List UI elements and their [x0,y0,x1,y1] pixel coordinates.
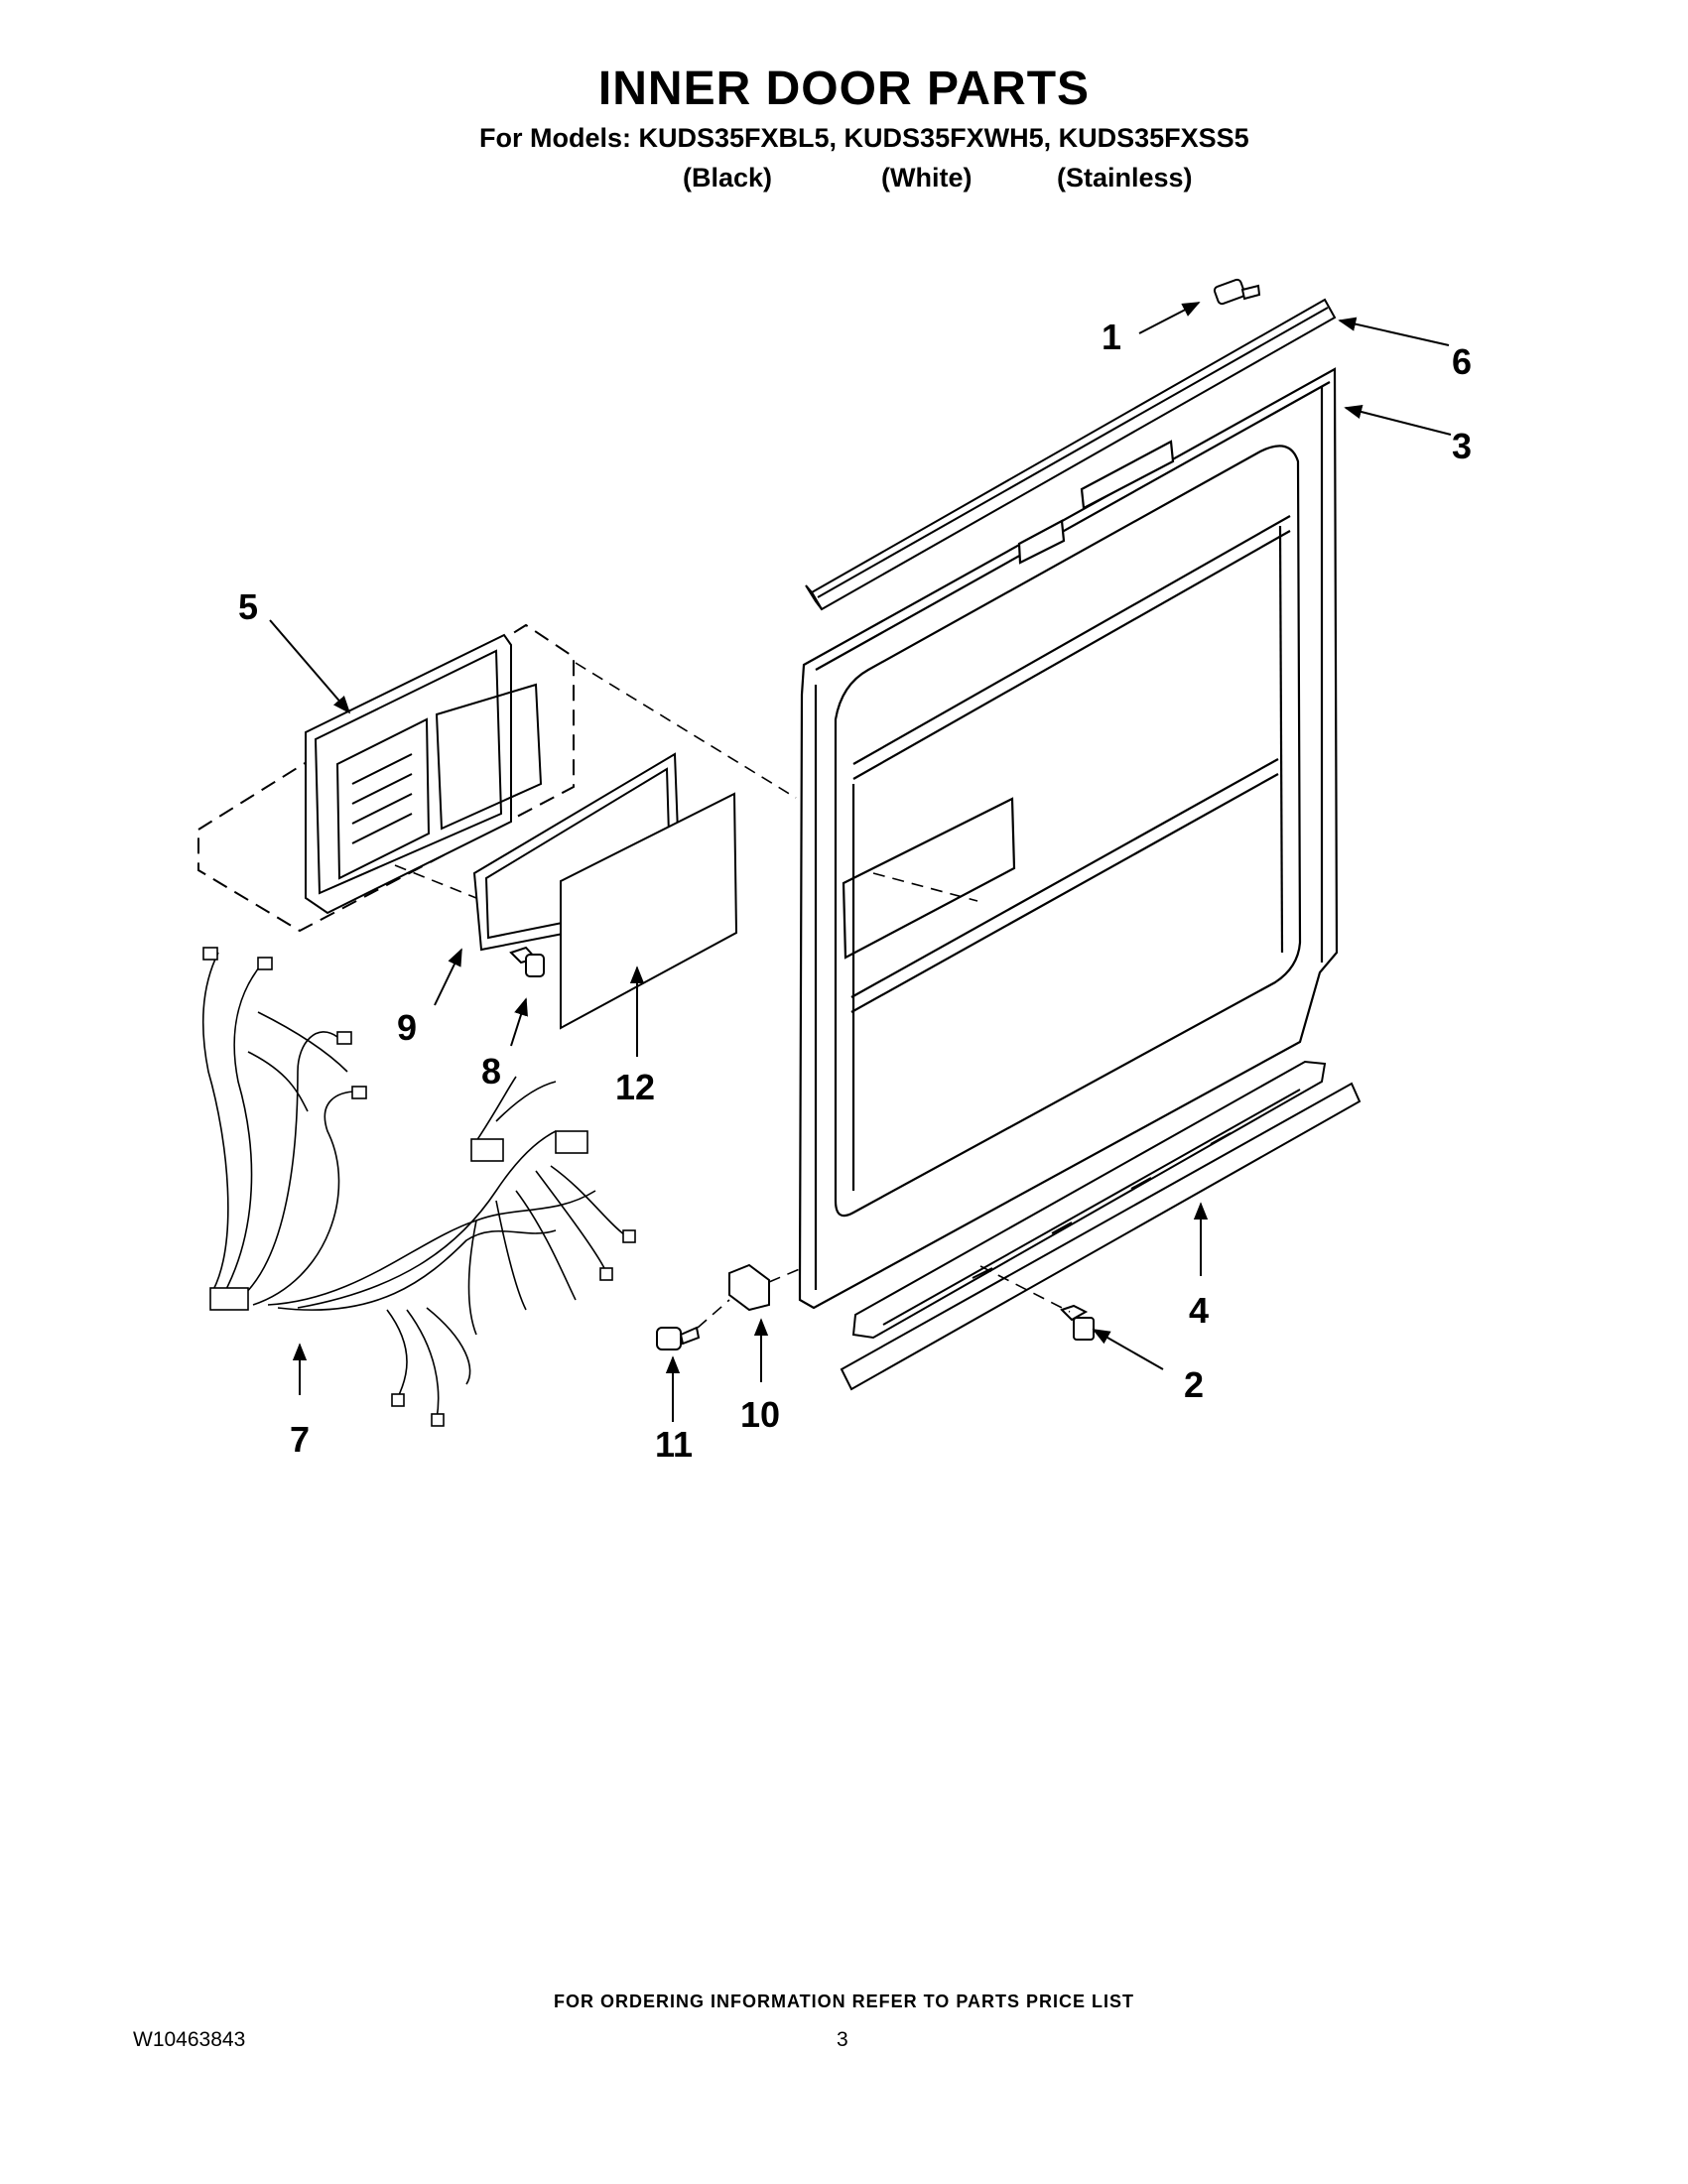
callout-10: 10 [740,1394,780,1435]
callout-4: 4 [1189,1290,1209,1331]
callout-6: 6 [1452,341,1472,382]
variant-stainless: (Stainless) [1057,163,1193,193]
part-1-screw [1213,278,1261,306]
part-5-control-module [197,623,575,933]
models-line: For Models: KUDS35FXBL5, KUDS35FXWH5, KU… [479,123,1249,153]
part-11-screw [656,1326,701,1350]
leader-2 [1092,1329,1164,1370]
leader-6 [1338,317,1450,346]
part-6-top-trim [805,298,1337,611]
callout-11: 11 [655,1424,693,1465]
callout-7: 7 [290,1419,310,1460]
callout-12: 12 [615,1067,655,1107]
leader-9 [434,948,462,1006]
leader-3 [1344,405,1452,436]
part-7-wire-harness [202,947,636,1427]
callout-1: 1 [1102,317,1121,357]
callout-9: 9 [397,1007,417,1048]
page-number: 3 [837,2028,848,2051]
variant-black: (Black) [683,163,773,193]
alignment-lines [394,662,1071,1329]
page-title: INNER DOOR PARTS [597,63,1091,115]
part-2-screw [1060,1304,1095,1341]
ordering-note: FOR ORDERING INFORMATION REFER TO PARTS … [553,1991,1134,2011]
leader-8 [510,997,528,1047]
part-8-screw [509,946,545,977]
callout-2: 2 [1184,1364,1204,1405]
part-12-shield [560,792,738,1030]
leader-1 [1138,302,1201,334]
part-3-inner-door-panel [798,367,1339,1310]
leader-5 [269,619,351,714]
document-number: W10463843 [133,2028,246,2051]
callout-8: 8 [481,1051,501,1092]
callout-5: 5 [238,586,258,627]
leader-arrows [269,302,1452,1422]
callout-3: 3 [1452,426,1472,466]
variant-white: (White) [881,163,973,193]
part-10-bracket [728,1263,770,1312]
part-4-bottom-trim [840,1060,1362,1391]
